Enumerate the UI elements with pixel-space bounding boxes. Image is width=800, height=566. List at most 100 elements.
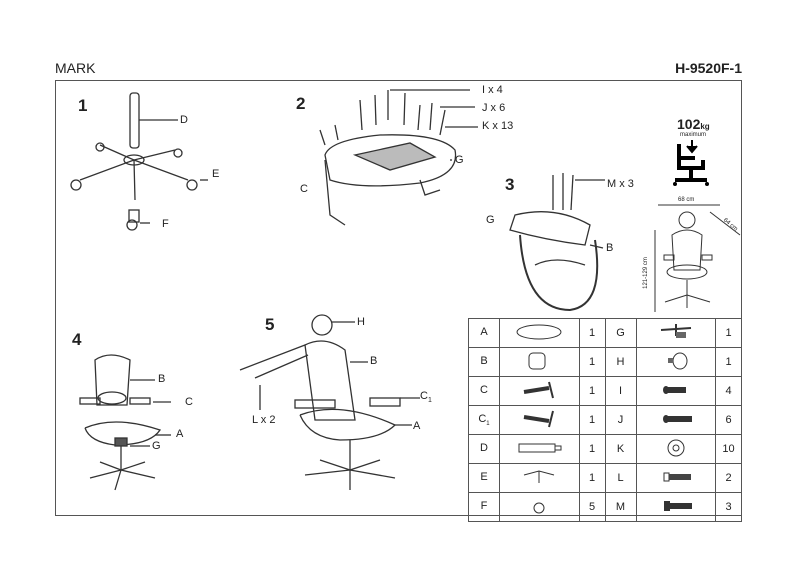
- part-letter: B: [468, 347, 500, 377]
- part-image: [635, 492, 716, 522]
- part-letter: I: [604, 376, 637, 406]
- part-image: [635, 405, 716, 435]
- step-1-base-illustration: [70, 92, 208, 231]
- part-letter: E: [468, 463, 500, 493]
- part-quantity: 2: [715, 463, 742, 493]
- part-quantity: 3: [715, 492, 742, 522]
- max-load-unit: kg: [700, 122, 710, 131]
- label-C1: C1: [420, 390, 432, 404]
- label-K-x13: K x 13: [482, 120, 514, 132]
- max-load: 102: [677, 116, 701, 132]
- label-B: B: [370, 355, 378, 367]
- label-C: C: [185, 396, 193, 408]
- part-letter: K: [604, 434, 637, 464]
- label-H: H: [357, 316, 365, 328]
- part-letter-text: A: [480, 325, 488, 338]
- part-letter: M: [604, 492, 637, 522]
- label-F: F: [162, 218, 169, 230]
- label-C1-letter: C: [420, 390, 428, 402]
- step-4-chair-illustration: [79, 354, 171, 491]
- label-A: A: [413, 420, 421, 432]
- parts-row: C1 1 J 6: [468, 405, 742, 435]
- step-1-number: 1: [78, 96, 88, 115]
- step-5-chair-illustration: [239, 314, 420, 490]
- step-3-back-illustration: [509, 173, 605, 312]
- part-quantity: 1: [578, 376, 606, 406]
- part-image: [635, 318, 716, 348]
- part-quantity: 1: [715, 347, 742, 377]
- parts-row: B 1 H 1: [468, 347, 742, 377]
- parts-row: D 1 K 10: [468, 434, 742, 464]
- part-image: [499, 434, 580, 464]
- product-code: H-9520F-1: [675, 60, 742, 76]
- max-load-value: 102kg: [677, 116, 710, 132]
- part-letter: C: [468, 376, 500, 406]
- max-load-label: maximum: [680, 132, 707, 138]
- part-quantity: 5: [578, 492, 606, 522]
- part-image: [635, 376, 716, 406]
- part-quantity: 1: [578, 405, 606, 435]
- label-J-x6: J x 6: [482, 102, 506, 114]
- label-C: C: [300, 183, 308, 195]
- part-letter-text: C: [478, 412, 487, 425]
- parts-row: F 5 M 3: [468, 492, 742, 522]
- part-quantity: 1: [715, 318, 742, 348]
- label-G: G: [152, 440, 161, 452]
- part-image: [499, 405, 580, 435]
- label-B: B: [606, 242, 614, 254]
- part-letter: F: [468, 492, 500, 522]
- part-image: [499, 376, 580, 406]
- part-letter: H: [604, 347, 637, 377]
- instruction-frame: [55, 80, 742, 516]
- chair-dimensions-illustration: [654, 204, 741, 312]
- part-letter-text: F: [480, 499, 488, 512]
- part-quantity: 6: [715, 405, 742, 435]
- part-letter-text: E: [480, 470, 488, 483]
- part-quantity: 1: [578, 318, 606, 348]
- part-image: [635, 463, 716, 493]
- part-quantity: 4: [715, 376, 742, 406]
- part-letter-sub: 1: [486, 421, 490, 428]
- label-I-x4: I x 4: [482, 84, 503, 96]
- step-2-number: 2: [296, 94, 306, 113]
- step-2-seat-illustration: [319, 89, 478, 226]
- part-quantity: 10: [715, 434, 742, 464]
- part-quantity: 1: [578, 463, 606, 493]
- label-D: D: [180, 114, 188, 126]
- part-letter: C1: [468, 405, 500, 435]
- part-letter: L: [604, 463, 637, 493]
- parts-row: C 1 I 4: [468, 376, 742, 406]
- part-image: [499, 318, 580, 348]
- label-M-x3: M x 3: [607, 178, 634, 190]
- label-L-x2: L x 2: [252, 414, 276, 426]
- step-3-number: 3: [505, 175, 515, 194]
- part-letter: A: [468, 318, 500, 348]
- width-dimension: 68 cm: [678, 197, 695, 203]
- part-image: [635, 434, 716, 464]
- step-4-number: 4: [72, 330, 82, 349]
- part-quantity: 1: [578, 434, 606, 464]
- part-image: [499, 463, 580, 493]
- parts-row: A 1 G 1: [468, 318, 742, 348]
- label-E: E: [212, 168, 220, 180]
- part-letter-text: C: [480, 383, 488, 396]
- label-A: A: [176, 428, 184, 440]
- part-image: [499, 347, 580, 377]
- height-dimension: 121-129 cm: [642, 257, 649, 289]
- part-quantity: 1: [578, 347, 606, 377]
- step-5-number: 5: [265, 315, 275, 334]
- chair-load-icon: [673, 140, 709, 186]
- part-image: [499, 492, 580, 522]
- part-image: [635, 347, 716, 377]
- label-G: G: [486, 214, 495, 226]
- part-letter: G: [604, 318, 637, 348]
- part-letter: D: [468, 434, 500, 464]
- part-letter-text: B: [480, 354, 488, 367]
- product-name: MARK: [55, 60, 96, 76]
- label-G: G: [455, 154, 464, 166]
- part-letter-text: D: [480, 441, 488, 454]
- parts-row: E 1 L 2: [468, 463, 742, 493]
- label-B: B: [158, 373, 166, 385]
